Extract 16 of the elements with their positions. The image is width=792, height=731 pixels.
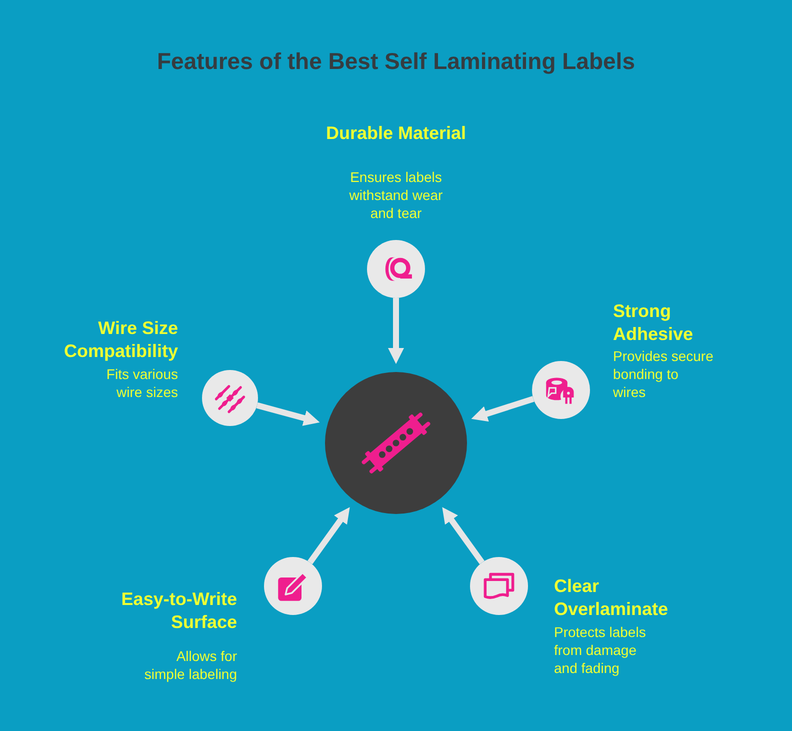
feature-heading: Wire Size Compatibility (62, 317, 178, 363)
feature-description: Allows for simple labeling (143, 647, 237, 683)
arrow (308, 507, 350, 564)
feature-heading: Durable Material (326, 122, 466, 145)
feature-heading: Clear Overlaminate (554, 575, 670, 621)
arrow (442, 507, 484, 564)
title: Features of the Best Self Laminating Labels (157, 47, 635, 76)
feature-heading: Easy-to-Write Surface (120, 588, 237, 634)
arrow (256, 402, 320, 426)
feature-description: Provides secure bonding to wires (613, 347, 714, 401)
feature-heading: Strong Adhesive (613, 300, 694, 346)
feature-description: Ensures labels withstand wear and tear (348, 168, 444, 222)
feature-description: Fits various wire sizes (105, 365, 178, 401)
feature-description: Protects labels from damage and fading (554, 623, 647, 677)
arrow (388, 298, 404, 364)
arrow (471, 396, 534, 422)
